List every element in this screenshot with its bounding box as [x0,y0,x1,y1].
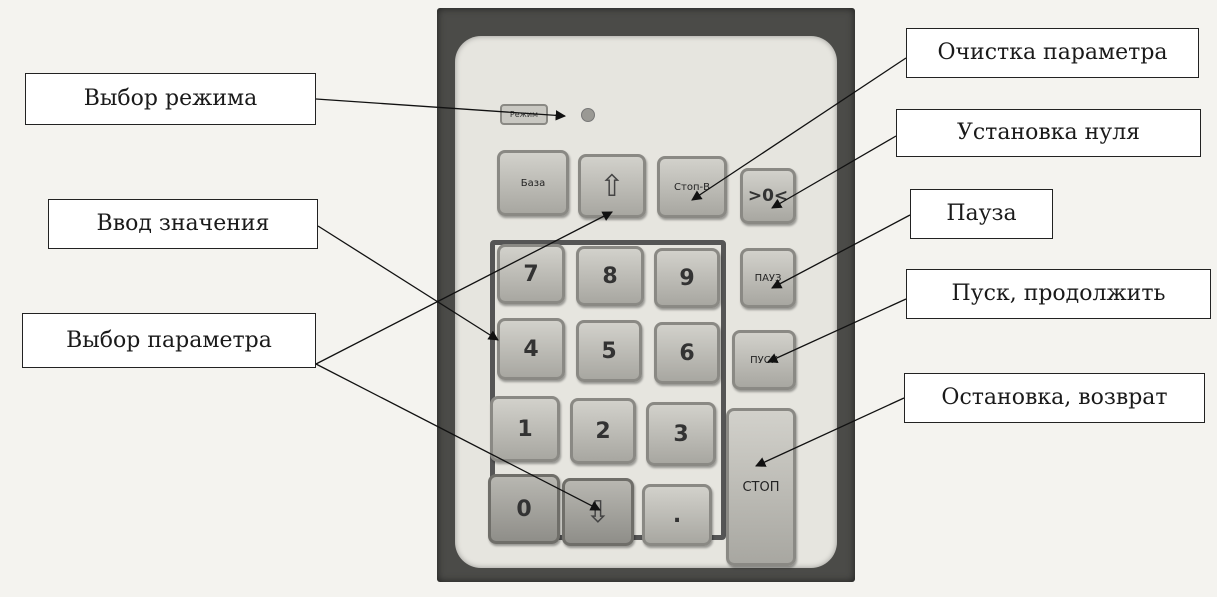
callout-param-select: Выбор параметра [22,313,316,368]
leader-pause [772,215,910,288]
callout-mode-select: Выбор режима [25,73,316,125]
callout-pause: Пауза [910,189,1053,239]
callout-set-zero: Установка нуля [896,109,1201,157]
leader-set-zero [772,136,896,208]
leader-start [768,299,906,362]
callout-start-continue: Пуск, продолжить [906,269,1211,319]
leader-param-select-down [316,364,600,510]
leader-stop [756,398,904,466]
callout-param-clear: Очистка параметра [906,28,1199,78]
leader-mode-select [316,99,565,116]
leader-param-select-up [316,212,612,364]
callout-value-input: Ввод значения [48,199,318,249]
leader-param-clear [692,58,906,200]
callout-stop-return: Остановка, возврат [904,373,1205,423]
leader-value-input [318,226,498,340]
